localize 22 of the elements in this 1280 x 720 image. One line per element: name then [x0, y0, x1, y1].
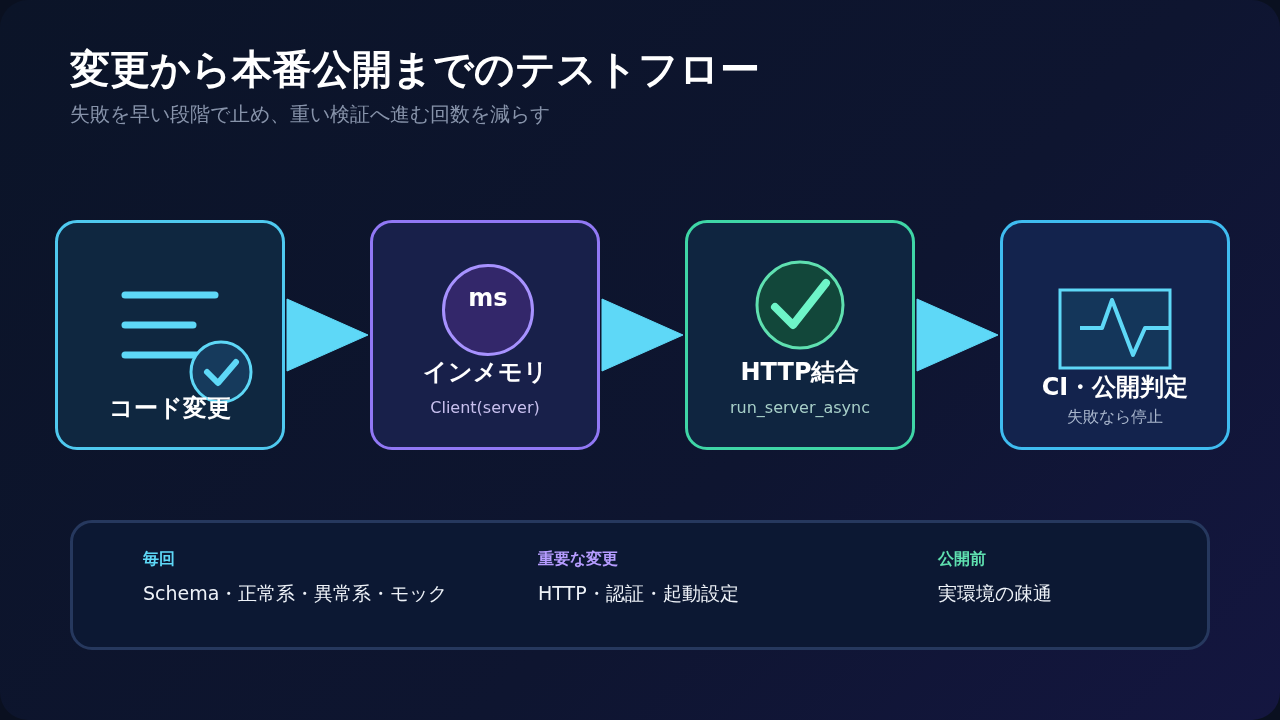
arrow: [916, 298, 999, 372]
process-box: [370, 220, 600, 450]
subtitle: 失敗を早い段階で止め、重い検証へ進む回数を減らす: [70, 101, 550, 128]
step-subtitle: Client(server): [430, 398, 540, 417]
process-box: [55, 220, 285, 450]
arrow: [601, 298, 684, 372]
step-title: ms: [468, 284, 508, 312]
column-text: HTTP・認証・起動設定: [538, 581, 739, 606]
step-title: HTTP結合: [740, 357, 860, 388]
step-title: CI・公開判定: [1041, 372, 1189, 403]
column-heading: 重要な変更: [538, 549, 618, 570]
arrow: [286, 298, 369, 372]
step-title: インメモリ: [422, 357, 548, 388]
column-heading: 毎回: [143, 549, 175, 570]
step-title: コード変更: [109, 393, 231, 424]
column-text: 実環境の疎通: [938, 581, 1052, 606]
step-subtitle: run_server_async: [729, 398, 871, 417]
info-panel: [70, 520, 1210, 650]
step-subtitle: 失敗なら停止: [1067, 407, 1163, 428]
title: 変更から本番公開までのテストフロー: [70, 45, 760, 94]
column-heading: 公開前: [938, 549, 986, 570]
column-text: Schema・正常系・異常系・モック: [143, 581, 448, 606]
